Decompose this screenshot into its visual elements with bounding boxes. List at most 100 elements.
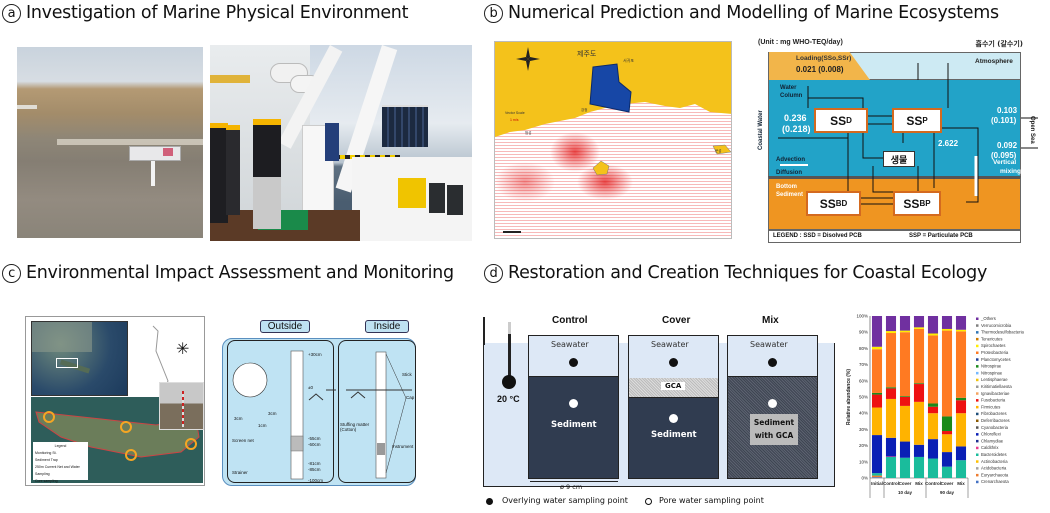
researcher xyxy=(210,123,228,223)
legend-swatch xyxy=(976,351,979,354)
svg-text:범섬: 범섬 xyxy=(525,130,531,135)
bar-segment-spirochaetes xyxy=(955,329,967,332)
sign-post xyxy=(151,161,155,186)
legend-swatch xyxy=(976,365,979,368)
bar-segment-fusobacteria xyxy=(913,384,925,402)
y-tick-label: 60% xyxy=(859,378,868,383)
mesocosm-experiment: 20 °C Control Cover Mix Seawater Sedimen… xyxy=(480,305,838,513)
section-badge-c: c xyxy=(2,263,21,283)
legend-swatch xyxy=(976,433,979,436)
bar-segment-nitrospirae xyxy=(871,392,883,395)
overlying-water-point xyxy=(669,358,678,367)
svg-text:서귀포: 서귀포 xyxy=(623,57,634,63)
bar-segment--others xyxy=(955,316,967,330)
legend-label: Fusobacteria xyxy=(981,398,1006,403)
bar-segment-chloroflexi xyxy=(899,441,911,458)
legend-swatch xyxy=(976,331,979,334)
legend-swatch xyxy=(976,337,979,341)
section-badge-a: a xyxy=(2,3,21,23)
bar-segment-euryarchaeota xyxy=(871,475,883,478)
legend-label: Chlamydiae xyxy=(981,438,1004,443)
legend-label: Firmicutes xyxy=(981,404,1000,409)
bar-segment-firmicutes xyxy=(885,398,897,438)
bar-segment-bacteroidetes xyxy=(941,466,953,478)
y-tick-label: 30% xyxy=(859,427,868,432)
outside-tab: Outside xyxy=(260,320,310,333)
bar-segment-crenarchaeota xyxy=(871,477,883,478)
section-title-d: d Restoration and Creation Techniques fo… xyxy=(484,263,987,283)
bar-segment-spirochaetes xyxy=(899,330,911,333)
bar-segment-chloroflexi xyxy=(927,439,939,459)
y-tick-label: 0% xyxy=(861,476,868,481)
section-title-a-text: Investigation of Marine Physical Environ… xyxy=(26,3,409,23)
legend-label: Ignavibacteriae xyxy=(981,391,1010,396)
compass-rose-icon xyxy=(516,47,540,71)
bar-segment-proteobacteria xyxy=(885,333,897,388)
legend-label: Planctomycetes xyxy=(981,357,1011,362)
legend-label: Tenericutes xyxy=(981,336,1002,341)
legend-swatch xyxy=(976,324,979,327)
sampler-diagram: Outside Inside +30cm ±0 -55cm -60cm -81c… xyxy=(216,318,416,486)
temperature-label: 20 °C xyxy=(497,394,520,404)
bar-segment-chloroflexi xyxy=(941,452,953,467)
legend-label: Actinobacteria xyxy=(981,459,1008,464)
bar-segment-bacteroidetes xyxy=(927,458,939,478)
y-tick-label: 80% xyxy=(859,346,868,351)
x-tick-label: Initial xyxy=(871,481,883,486)
legend-label: Euryarchaeota xyxy=(981,472,1009,477)
legend-label: Crenarchaeota xyxy=(981,479,1009,484)
season-label: 흡수기 (갈수기) xyxy=(975,40,1023,48)
bar-segment-chloroflexi xyxy=(955,446,967,461)
y-tick-label: 20% xyxy=(859,443,868,448)
x-tick-label: Mix xyxy=(957,481,965,486)
bar-segment--others xyxy=(927,316,939,334)
legend-swatch xyxy=(976,358,979,361)
pore-water-point xyxy=(669,414,678,423)
pore-water-point xyxy=(569,399,578,408)
researcher xyxy=(253,119,281,229)
legend-label: Caldithrix xyxy=(981,445,999,450)
bar-segment-proteobacteria xyxy=(899,332,911,397)
y-tick-label: 70% xyxy=(859,362,868,367)
bar-segment-firmicutes xyxy=(899,405,911,442)
map-legend: Legend Monitoring St. Sediment Trap 250m… xyxy=(33,442,88,483)
legend-swatch xyxy=(976,467,979,470)
y-tick-label: 40% xyxy=(859,411,868,416)
sediment-gca-label: Sediment with GCA xyxy=(750,414,798,445)
thermometer-icon xyxy=(508,322,511,378)
section-badge-b: b xyxy=(484,3,503,23)
x-tick-label: Mix xyxy=(915,481,923,486)
researcher xyxy=(226,125,240,215)
section-title-b-text: Numerical Prediction and Modelling of Ma… xyxy=(508,3,999,23)
outside-panel xyxy=(227,340,334,483)
pore-water-point xyxy=(768,399,777,408)
svg-text:강정: 강정 xyxy=(581,107,587,112)
bar-segment-chloroflexi xyxy=(871,435,883,474)
column-cover: GCA Seawater Sediment xyxy=(628,335,719,479)
legend-label: Fibrobacteres xyxy=(981,411,1007,416)
y-tick-label: 90% xyxy=(859,330,868,335)
bar-segment--others xyxy=(941,316,953,329)
bar-segment-firmicutes xyxy=(927,413,939,440)
model-current-map: 제주도 서귀포 Vector Scale 1 m/s 강정 범섬 문섬 xyxy=(494,41,732,239)
svg-text:Vector Scale: Vector Scale xyxy=(505,111,525,115)
y-tick-label: 10% xyxy=(859,459,868,464)
bar-segment-fusobacteria xyxy=(871,394,883,408)
legend-swatch xyxy=(976,446,979,450)
bar-segment--others xyxy=(871,316,883,347)
section-title-a: a Investigation of Marine Physical Envir… xyxy=(2,3,408,23)
section-title-b: b Numerical Prediction and Modelling of … xyxy=(484,3,999,23)
legend-swatch xyxy=(976,412,979,416)
legend-filled-dot xyxy=(486,498,493,505)
bar-segment-chloroflexi xyxy=(913,444,925,457)
legend-label: Nitrospinae xyxy=(981,370,1003,375)
bar-segment-spirochaetes xyxy=(927,333,939,336)
section-title-c: c Environmental Impact Assessment and Mo… xyxy=(2,263,454,283)
bar-segment-bacteroidetes xyxy=(899,457,911,478)
north-arrow-icon: ✳ xyxy=(176,339,190,358)
bar-segment-nitrospirae xyxy=(955,397,967,401)
